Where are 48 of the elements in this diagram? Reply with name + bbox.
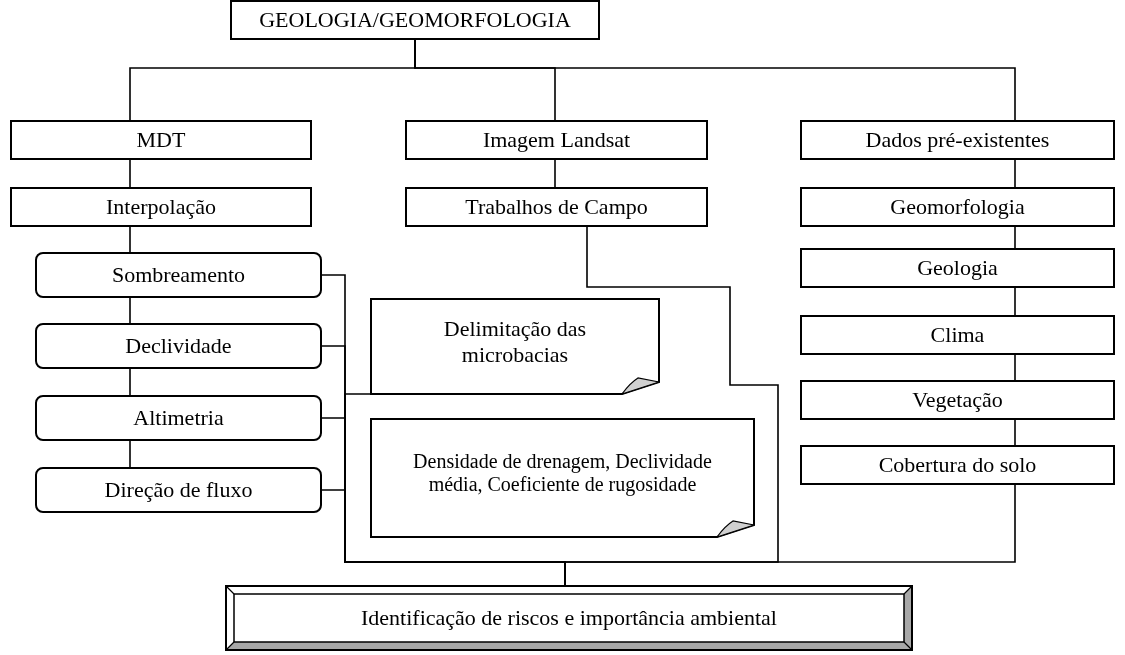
connector-line xyxy=(129,158,131,189)
connector-line xyxy=(129,225,131,254)
connector-line xyxy=(129,296,131,325)
node-label: Trabalhos de Campo xyxy=(465,194,648,220)
note-box xyxy=(370,418,755,538)
node-label: Delimitação das microbacias xyxy=(442,316,588,367)
process-box xyxy=(800,380,1115,420)
process-box xyxy=(10,187,312,227)
connector-line xyxy=(1014,158,1016,189)
process-box xyxy=(800,120,1115,160)
node-label: Direção de fluxo xyxy=(104,477,253,503)
connector-line xyxy=(414,38,1016,122)
process-box xyxy=(800,445,1115,485)
result-box xyxy=(225,585,913,651)
connector-line xyxy=(1014,353,1016,382)
node-label: Dados pré-existentes xyxy=(865,127,1050,153)
connector-line xyxy=(1014,418,1016,447)
node-label: Vegetação xyxy=(912,387,1003,413)
process-box xyxy=(10,120,312,160)
node-label: Clima xyxy=(930,322,985,348)
node-label: Altimetria xyxy=(133,405,224,431)
node-label: Interpolação xyxy=(106,194,216,220)
rounded-box xyxy=(35,252,322,298)
process-box xyxy=(230,0,600,40)
connector-line xyxy=(554,158,556,189)
node-label: Geomorfologia xyxy=(890,194,1025,220)
node-label: Declividade xyxy=(125,333,232,359)
process-box xyxy=(800,248,1115,288)
node-label: MDT xyxy=(136,127,186,153)
node-label: GEOLOGIA/GEOMORFOLOGIA xyxy=(259,7,571,33)
node-label: Densidade de drenagem, Declividade média, Coeficiente de rugosidade xyxy=(412,450,713,496)
rounded-box xyxy=(35,323,322,369)
connector-line xyxy=(1014,225,1016,250)
rounded-box xyxy=(35,467,322,513)
node-label: Identificação de riscos e importância ambiental xyxy=(361,605,777,631)
process-box xyxy=(800,315,1115,355)
rounded-box xyxy=(35,395,322,441)
connector-line xyxy=(1014,286,1016,317)
connector-line xyxy=(129,439,131,469)
process-box xyxy=(405,187,708,227)
connector-line xyxy=(129,367,131,397)
process-box xyxy=(405,120,708,160)
node-label: Imagem Landsat xyxy=(482,127,631,153)
node-label: Geologia xyxy=(917,255,998,281)
node-label: Cobertura do solo xyxy=(878,452,1037,478)
process-box xyxy=(800,187,1115,227)
note-box xyxy=(370,298,660,395)
node-label: Sombreamento xyxy=(111,262,246,288)
